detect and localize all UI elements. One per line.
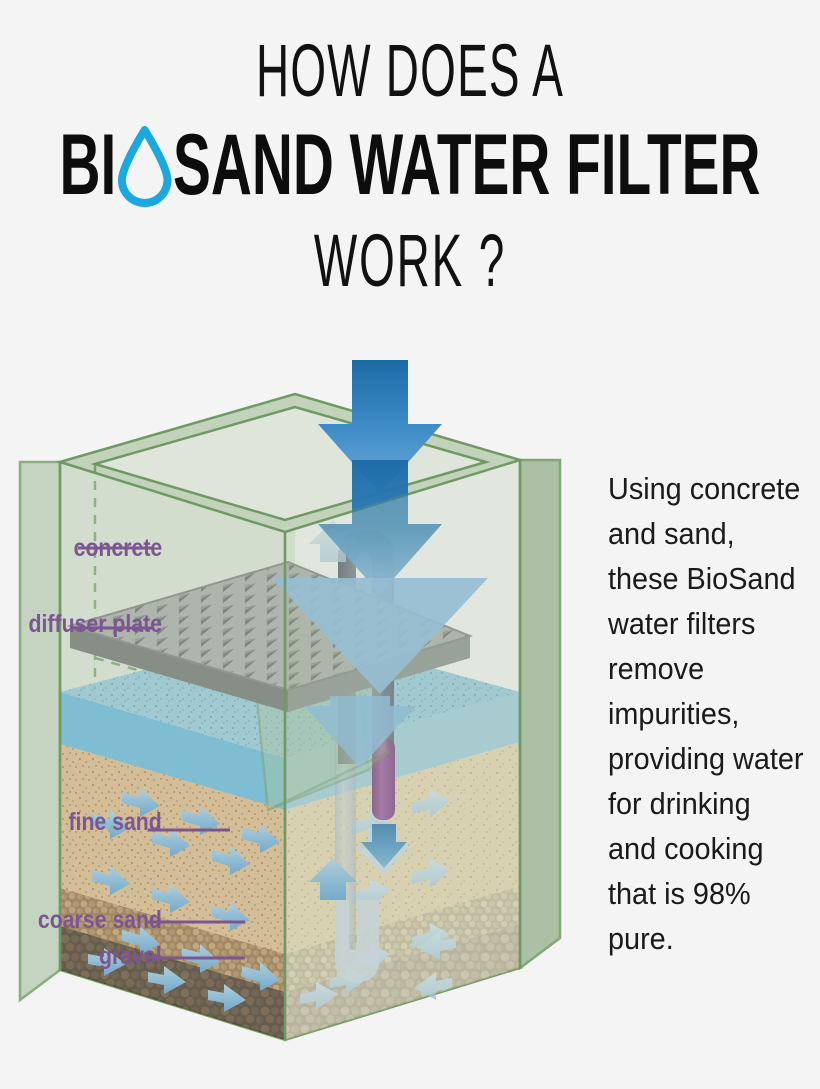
- label-concrete: concrete: [73, 534, 162, 562]
- diffuser-flow-arrow: [272, 578, 488, 694]
- post-diffuser-arrow: [304, 696, 416, 768]
- water-inlet-arrow-inner: [318, 460, 442, 594]
- outlet-spout-arrow: [356, 824, 410, 874]
- page-title-line-1: HOW DOES A: [255, 29, 565, 112]
- biosand-filter-diagram: [0, 340, 820, 1060]
- coarse-sand-front: [60, 888, 285, 992]
- standing-water-front: [60, 692, 285, 810]
- page-title-line-3: WORK ?: [313, 219, 507, 302]
- description-paragraph: Using concrete and sand, these BioSand w…: [608, 471, 804, 956]
- label-gravel: gravel: [99, 942, 162, 970]
- label-leader-lines: [72, 546, 245, 960]
- page-title-line-2: BI SAND WATER FILTER: [59, 122, 760, 208]
- pipe-spout: [372, 738, 395, 820]
- flow-arrows-front: [88, 788, 280, 1012]
- title-text-after-drop: SAND WATER FILTER: [172, 117, 761, 213]
- title-text-before-drop: BI: [59, 117, 117, 213]
- gravel-right: [285, 924, 520, 1040]
- water-drop-icon: [102, 122, 187, 208]
- label-fine-sand: fine sand: [68, 808, 162, 836]
- concrete-housing-front: [18, 458, 562, 1042]
- infographic-header: HOW DOES A BI SAND WATER FILTER WORK ?: [0, 0, 820, 298]
- water-inlet-arrow-outer: [318, 360, 442, 494]
- flow-arrows-right: [300, 789, 456, 1010]
- label-coarse-sand: coarse sand: [37, 906, 162, 934]
- label-diffuser-plate: diffuser plate: [28, 610, 162, 638]
